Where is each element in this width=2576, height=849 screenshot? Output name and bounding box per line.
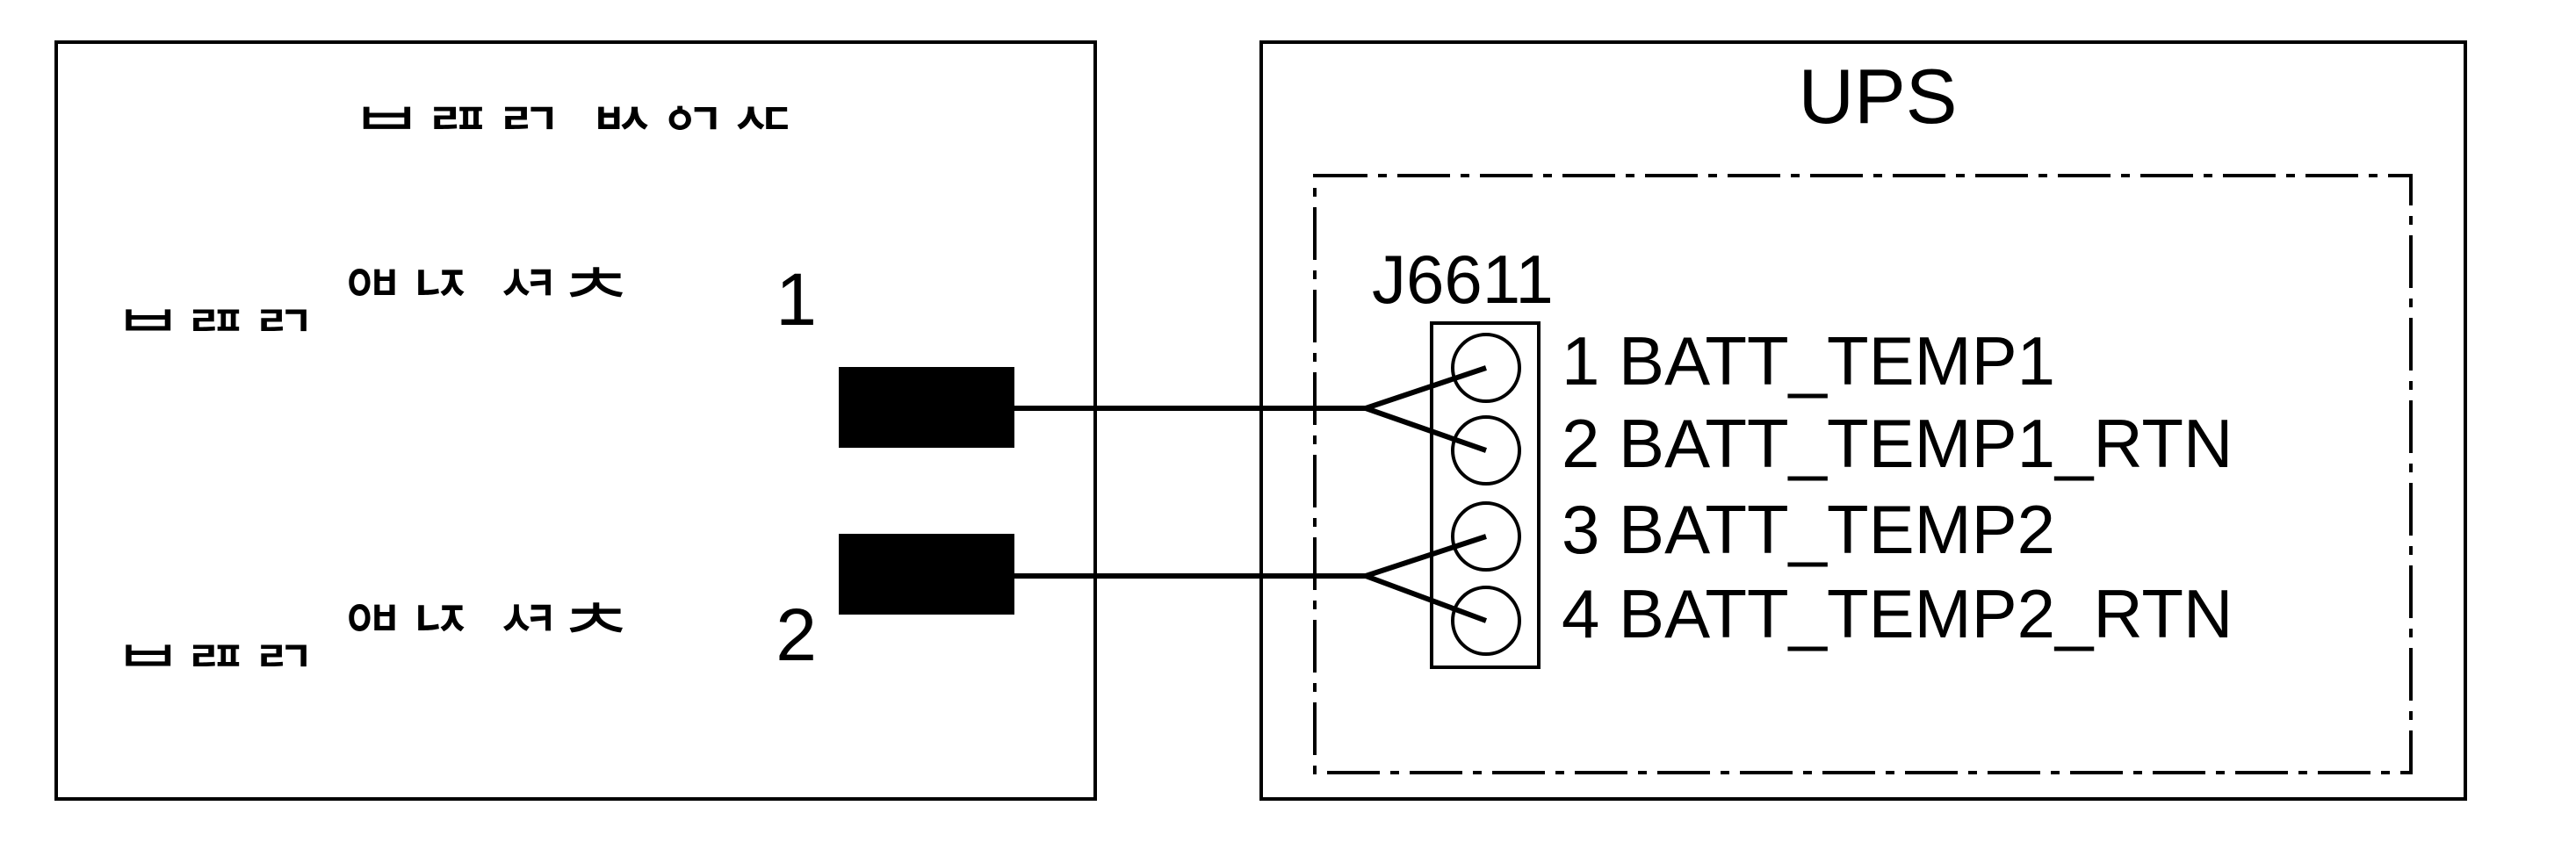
sensor-2-wire — [1014, 534, 1488, 623]
sensor-2-number: 2 — [776, 594, 817, 676]
sensor-2-caption: ᆸᆵᆰ ᅄᅜ ᄸᄎ 2 — [114, 594, 817, 676]
pin-4-label: 4 BATT_TEMP2_RTN — [1562, 575, 2233, 652]
battery-cabinet-box — [54, 40, 1097, 801]
pin-2-label: 2 BATT_TEMP1_RTN — [1562, 405, 2233, 482]
battery-cabinet-title: ᆸᆵᆰ ᆹᇬᇨ — [351, 53, 799, 140]
temperature-sensor-1 — [839, 367, 1014, 448]
pin-1-label: 1 BATT_TEMP1 — [1562, 322, 2055, 399]
sensor-1-caption: ᆸᆵᆰ ᅄᅜ ᄸᄎ 1 — [114, 258, 817, 341]
connector-name: J6611 — [1372, 241, 1554, 318]
ups-title: UPS — [1799, 53, 1958, 140]
sensor-2-label: ᆸᆵᆰ ᅄᅜ ᄸᄎ — [114, 594, 631, 676]
sensor-1-wire — [1014, 365, 1487, 453]
temperature-sensor-2 — [839, 534, 1014, 615]
ups-board-outline — [1313, 174, 2413, 774]
pin-3-label: 3 BATT_TEMP2 — [1562, 491, 2055, 568]
connector-j6611 — [1430, 321, 1541, 669]
ups-box — [1259, 40, 2467, 801]
sensor-1-label: ᆸᆵᆰ ᅄᅜ ᄸᄎ — [114, 258, 631, 341]
sensor-1-number: 1 — [776, 258, 817, 341]
